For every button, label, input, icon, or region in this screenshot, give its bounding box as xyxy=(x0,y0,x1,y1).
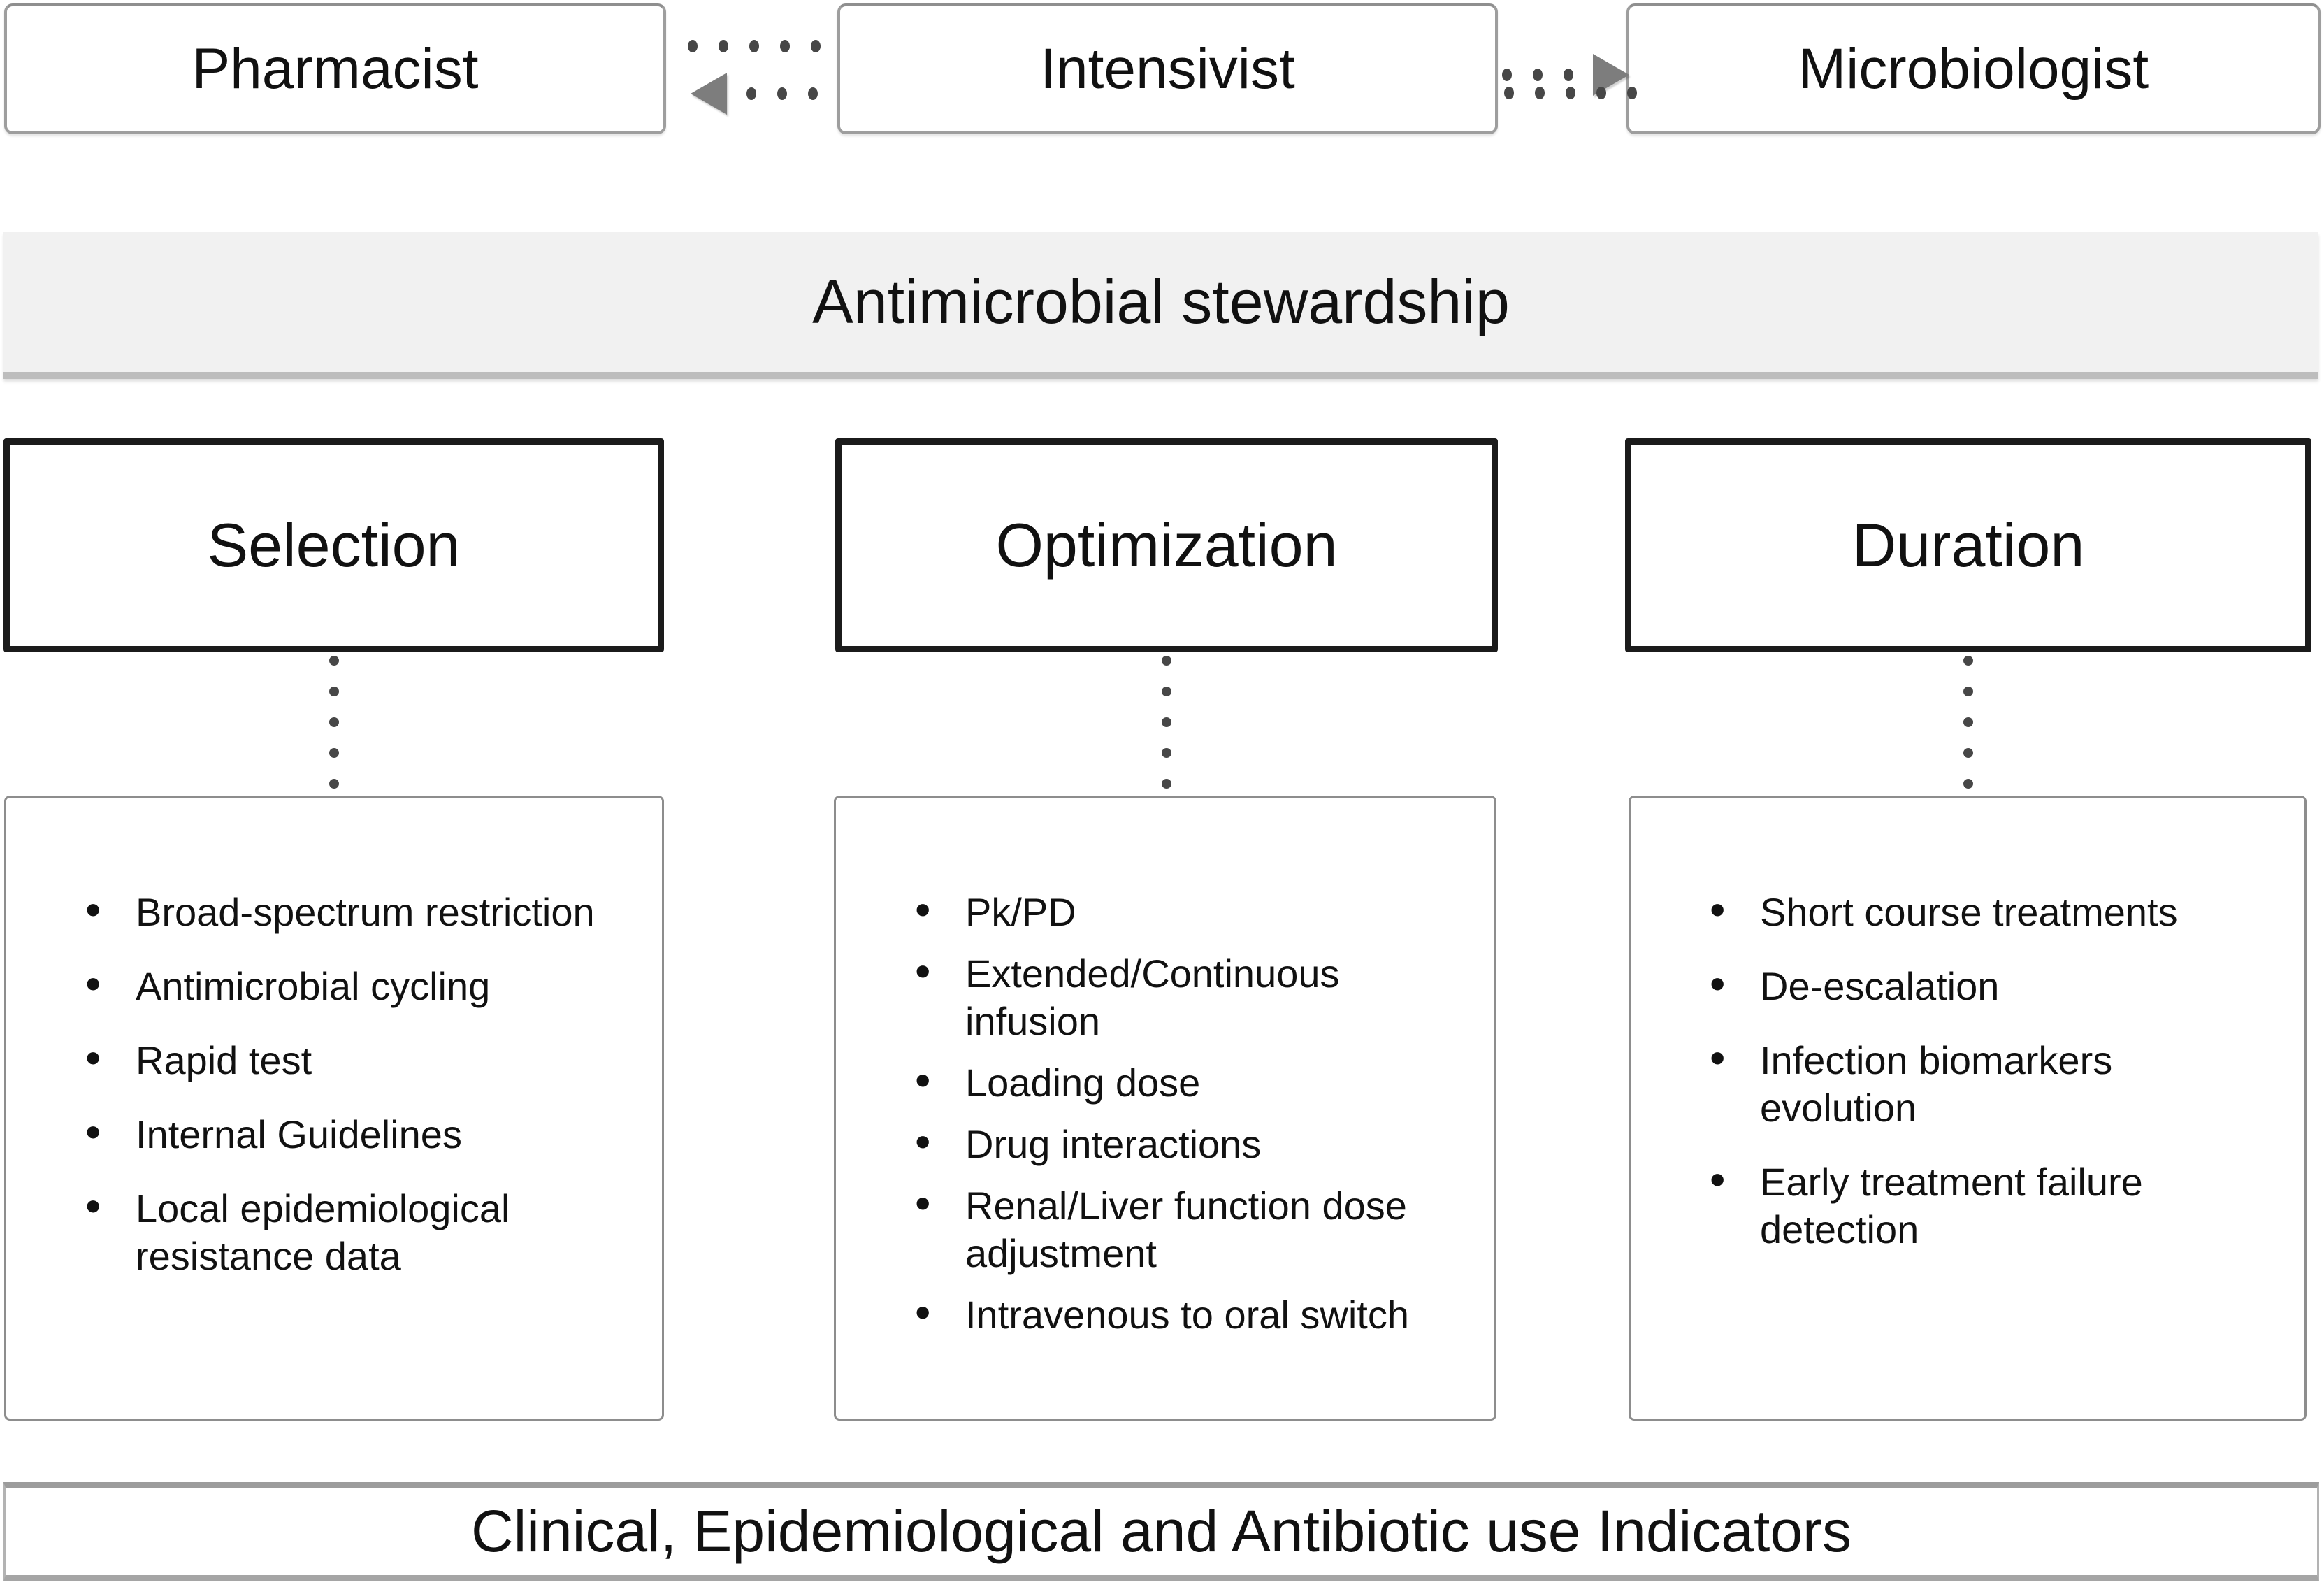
list-item: Early treatment failure detection xyxy=(1683,1156,2276,1254)
optimization-bullet-list: Pk/PD Extended/Continuous infusionLoading… xyxy=(836,798,1494,1339)
indicators-footer-bar: Clinical, Epidemiological and Antibiotic… xyxy=(3,1482,2319,1581)
dot xyxy=(808,87,818,100)
dotted-line-pharmacist-intensivist-bottom xyxy=(746,87,818,100)
dot xyxy=(1504,87,1514,99)
pillar-title-selection: Selection xyxy=(207,510,461,580)
list-item: Pk/PD xyxy=(888,886,1466,936)
pillar-box-optimization: Optimization xyxy=(835,438,1498,652)
dot xyxy=(719,40,728,52)
selection-bullet-list: Broad-spectrum restrictionAntimicrobial … xyxy=(6,798,662,1280)
pillar-title-duration: Duration xyxy=(1852,510,2085,580)
list-item: Loading dose xyxy=(888,1056,1466,1107)
dotted-connector-duration xyxy=(1963,656,1973,789)
antimicrobial-stewardship-banner: Antimicrobial stewardship xyxy=(3,232,2318,379)
dot xyxy=(1162,779,1171,789)
list-item: Extended/Continuous infusion xyxy=(888,947,1466,1045)
role-box-microbiologist: Microbiologist xyxy=(1626,3,2321,134)
list-item: Drug interactions xyxy=(888,1118,1466,1168)
pillar-box-selection: Selection xyxy=(3,438,664,652)
dot xyxy=(1535,87,1545,99)
duration-bullet-list: Short course treatmentsDe-escalationInfe… xyxy=(1631,798,2304,1254)
arrow-left-icon xyxy=(691,73,727,115)
dotted-line-intensivist-microbiologist-bottom xyxy=(1504,87,1637,99)
dot xyxy=(1566,87,1575,99)
dot xyxy=(329,687,339,696)
detail-box-optimization: Pk/PD Extended/Continuous infusionLoading… xyxy=(834,796,1496,1421)
dot xyxy=(1162,656,1171,666)
dot xyxy=(777,87,787,100)
dotted-connector-selection xyxy=(329,656,339,789)
dot xyxy=(1963,779,1973,789)
dot xyxy=(329,748,339,758)
dot xyxy=(811,40,821,52)
dotted-line-intensivist-microbiologist-top xyxy=(1502,69,1573,81)
list-item: Antimicrobial cycling xyxy=(59,960,634,1010)
dot xyxy=(1963,687,1973,696)
footer-label: Clinical, Epidemiological and Antibiotic… xyxy=(470,1498,1852,1564)
list-item: Internal Guidelines xyxy=(59,1108,634,1158)
dot xyxy=(1627,87,1637,99)
list-item: Rapid test xyxy=(59,1034,634,1084)
dot xyxy=(746,87,756,100)
list-item: De-escalation xyxy=(1683,960,2276,1010)
pillar-box-duration: Duration xyxy=(1625,438,2311,652)
dot xyxy=(749,40,759,52)
role-label-pharmacist: Pharmacist xyxy=(192,36,479,101)
dot xyxy=(1963,656,1973,666)
dot xyxy=(329,656,339,666)
detail-box-selection: Broad-spectrum restrictionAntimicrobial … xyxy=(4,796,664,1421)
pillar-title-optimization: Optimization xyxy=(995,510,1338,580)
dot xyxy=(780,40,790,52)
dot xyxy=(1162,687,1171,696)
list-item: Renal/Liver function dose adjustment xyxy=(888,1179,1466,1277)
dot xyxy=(1564,69,1573,81)
dot xyxy=(1963,748,1973,758)
dotted-arrow-to-microbiologist xyxy=(1502,26,1629,96)
dot xyxy=(1162,748,1171,758)
dotted-arrow-to-pharmacist xyxy=(691,73,818,115)
banner-label: Antimicrobial stewardship xyxy=(812,267,1510,336)
dotted-connector-optimization xyxy=(1162,656,1171,789)
dot xyxy=(329,717,339,727)
role-label-intensivist: Intensivist xyxy=(1040,36,1295,101)
dot xyxy=(1596,87,1606,99)
list-item: Infection biomarkers evolution xyxy=(1683,1034,2276,1132)
dotted-line-pharmacist-intensivist-top xyxy=(688,40,821,52)
dot xyxy=(1963,717,1973,727)
detail-box-duration: Short course treatmentsDe-escalationInfe… xyxy=(1629,796,2307,1421)
dot xyxy=(1533,69,1543,81)
dot xyxy=(1502,69,1512,81)
dot xyxy=(329,779,339,789)
dot xyxy=(1162,717,1171,727)
list-item: Local epidemiological resistance data xyxy=(59,1182,634,1280)
dot xyxy=(688,40,698,52)
role-box-pharmacist: Pharmacist xyxy=(4,3,666,134)
role-label-microbiologist: Microbiologist xyxy=(1798,36,2149,101)
role-box-intensivist: Intensivist xyxy=(837,3,1498,134)
list-item: Broad-spectrum restriction xyxy=(59,886,634,936)
list-item: Intravenous to oral switch xyxy=(888,1288,1466,1339)
list-item: Short course treatments xyxy=(1683,886,2276,936)
